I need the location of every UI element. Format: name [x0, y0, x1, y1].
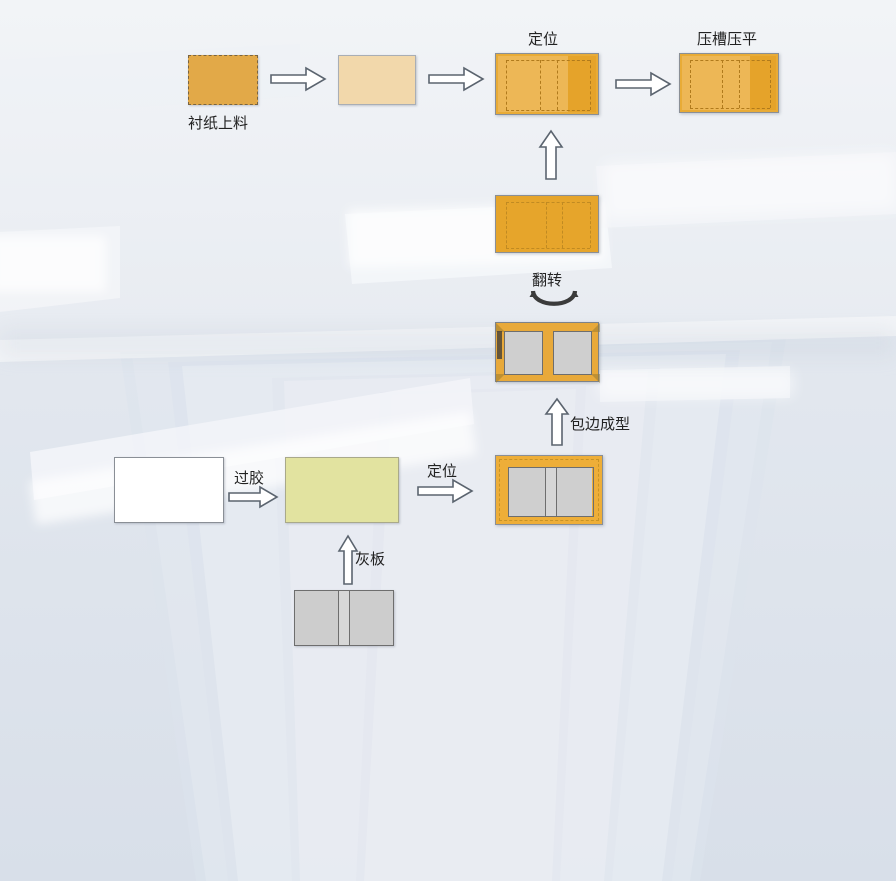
label-liner-feed: 衬纸上料	[188, 114, 249, 132]
light-panel-glow	[0, 236, 106, 292]
arrow-edge-forming	[544, 397, 570, 446]
ceiling-edge-shadow	[0, 330, 896, 356]
node-pressed-board	[679, 53, 779, 113]
node-glued-paper	[285, 457, 399, 523]
node-positioned-top	[495, 53, 599, 115]
node-kraft-sheet	[188, 55, 258, 105]
light-panel-glow	[603, 152, 896, 220]
arrow-glued-to-positioned	[417, 478, 474, 504]
arrow-white-to-glued	[228, 485, 279, 509]
light-panel-glow	[598, 370, 794, 398]
node-flipped-orange-board	[495, 195, 599, 253]
node-grey-board	[294, 590, 394, 646]
node-wrapped-board	[495, 322, 600, 383]
arrow-flip-curved	[528, 288, 580, 314]
label-position-top: 定位	[528, 30, 559, 48]
node-cream-sheet	[338, 55, 416, 105]
arrow-grey-board	[337, 534, 359, 585]
label-groove-press: 压槽压平	[697, 30, 758, 48]
label-glue: 过胶	[234, 469, 265, 487]
arrow-cream-to-positioned	[428, 66, 485, 92]
label-edge-forming: 包边成型	[570, 415, 631, 433]
arrow-positioned-to-pressed	[615, 71, 672, 97]
label-grey-board: 灰板	[355, 550, 386, 568]
arrow-kraft-to-cream	[270, 66, 327, 92]
label-position-bottom: 定位	[427, 462, 458, 480]
label-flip: 翻转	[532, 271, 563, 289]
node-positioned-board	[495, 455, 603, 525]
arrow-flip-to-positioned	[538, 129, 564, 180]
node-white-paper	[114, 457, 224, 523]
